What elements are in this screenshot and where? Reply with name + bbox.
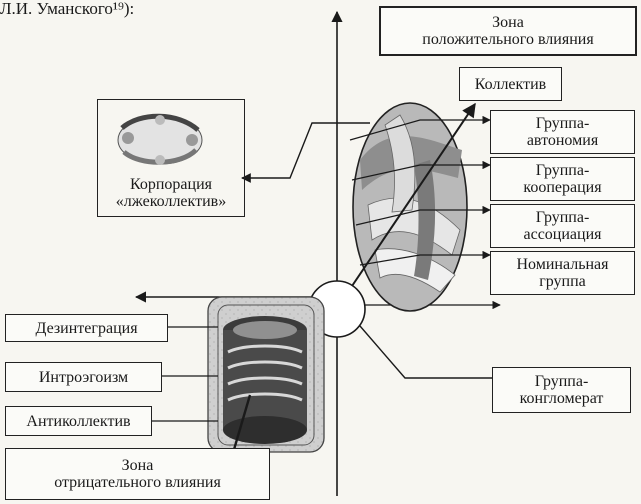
hands-oval-illustration <box>352 102 468 312</box>
anticollective-box: Антиколлектив <box>5 406 152 436</box>
anticollective-label: Антиколлектив <box>26 412 131 430</box>
line-to-conglomerate <box>359 325 492 379</box>
introegoism-box: Интроэгоизм <box>5 362 162 392</box>
introegoism-label: Интроэгоизм <box>38 368 129 386</box>
cooperation-box: Группа- кооперация <box>490 157 635 201</box>
nominal-line-2: группа <box>539 273 586 290</box>
negative-zone-box: Зона отрицательного влияния <box>5 448 270 500</box>
autonomy-line-2: автономия <box>526 132 599 149</box>
conglomerate-line-1: Группа- <box>534 373 589 390</box>
conglomerate-box: Группа- конгломерат <box>492 367 631 413</box>
corporation-line-2: «лжеколлектив» <box>115 193 227 210</box>
negative-zone-illustration <box>207 296 325 453</box>
negative-zone-line-1: Зона <box>121 457 154 474</box>
association-line-1: Группа- <box>535 209 590 226</box>
positive-zone-box: Зона положительного влияния <box>379 6 637 56</box>
disintegration-box: Дезинтеграция <box>5 314 168 342</box>
nominal-box: Номинальная группа <box>490 251 635 295</box>
collective-box: Коллектив <box>459 67 562 101</box>
conglomerate-line-2: конгломерат <box>519 390 604 407</box>
cooperation-line-2: кооперация <box>523 179 602 196</box>
arrow-to-collective <box>351 102 476 287</box>
disintegration-label: Дезинтеграция <box>35 319 138 337</box>
positive-zone-line-2: положительного влияния <box>422 31 594 48</box>
cooperation-line-1: Группа- <box>535 162 590 179</box>
autonomy-line-1: Группа- <box>535 115 590 132</box>
autonomy-box: Группа- автономия <box>490 110 635 154</box>
nominal-line-1: Номинальная <box>516 256 609 273</box>
corporation-hands-illustration <box>117 113 203 165</box>
collective-label: Коллектив <box>474 75 547 93</box>
arrow-to-corporation <box>241 122 370 183</box>
negative-zone-line-2: отрицательного влияния <box>54 474 221 491</box>
corporation-line-1: Корпорация <box>129 176 213 193</box>
association-line-2: ассоциация <box>523 226 602 243</box>
positive-zone-line-1: Зона <box>492 14 524 31</box>
header-fragment: Л.И. Уманского¹⁹): <box>0 0 135 18</box>
association-box: Группа- ассоциация <box>490 204 635 248</box>
corporation-box: Корпорация «лжеколлектив» <box>97 99 245 217</box>
